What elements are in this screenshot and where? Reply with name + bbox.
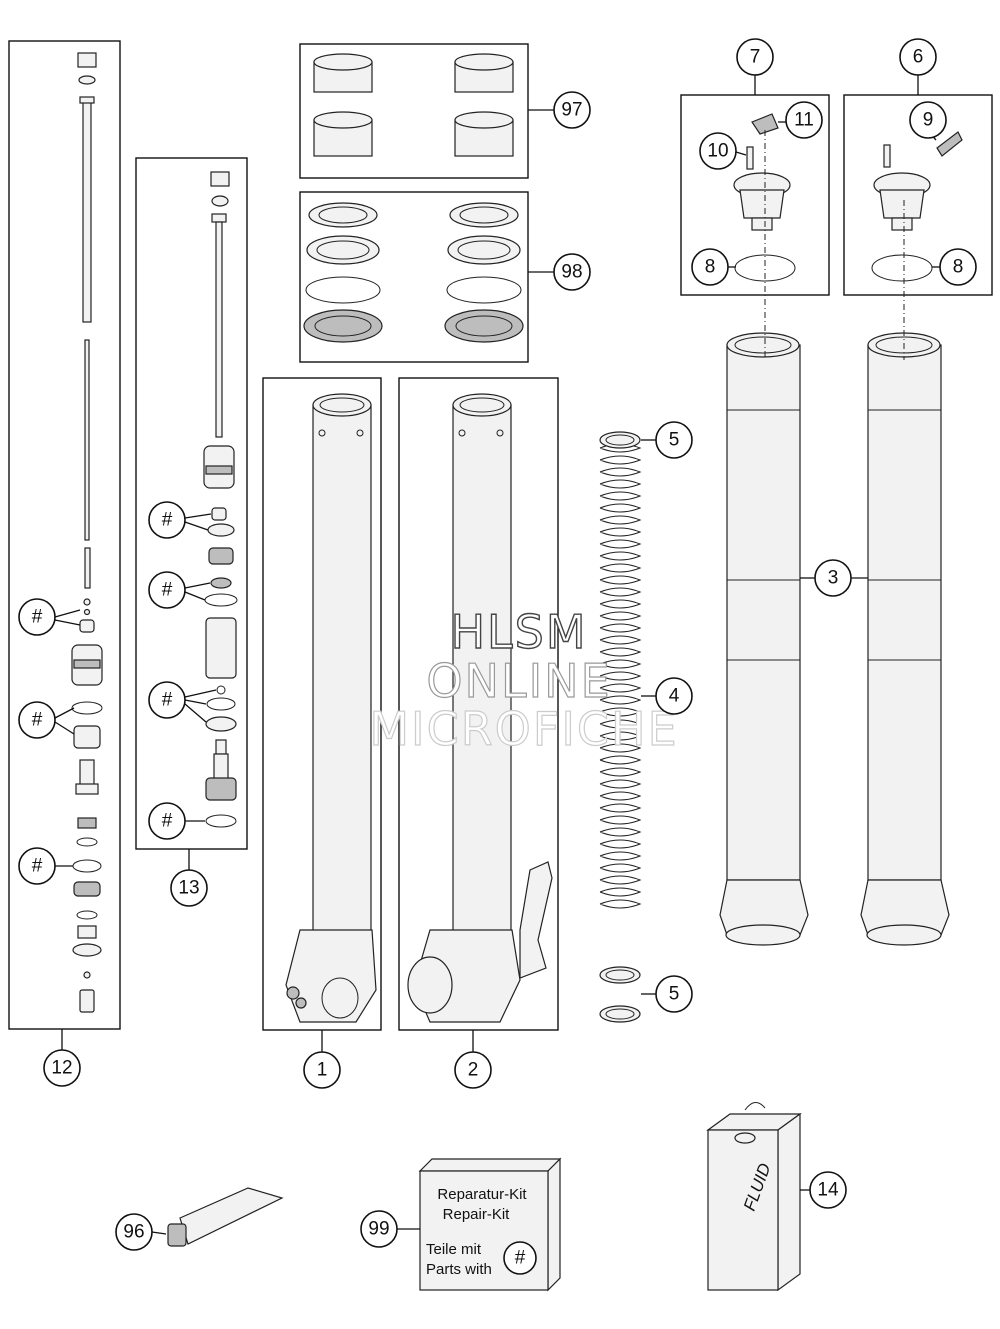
- inner-tube-assembly-1: [262, 377, 382, 1053]
- watermark-line-2: ONLINE: [426, 654, 611, 708]
- hash-callouts: # # # # # # #: [18, 501, 186, 885]
- hash-callout: #: [32, 856, 43, 877]
- callout-99: 99: [368, 1219, 389, 1240]
- fork-oil-can-14: [706, 1102, 810, 1292]
- callout-11: 11: [794, 110, 814, 131]
- watermark-line-1: HLSM: [450, 605, 587, 659]
- repair-kit-line-4: Parts with: [426, 1261, 492, 1278]
- repair-kit-line-1: Reparatur-Kit: [437, 1186, 527, 1203]
- hash-callout: #: [162, 580, 173, 601]
- callout-14: 14: [817, 1180, 839, 1201]
- screw-cap-assembly-7: [680, 75, 830, 360]
- callout-5-bottom: 5: [669, 984, 680, 1005]
- watermark-line-3: MICROFICHE: [369, 702, 678, 756]
- callout-3: 3: [828, 568, 839, 589]
- callout-12: 12: [51, 1058, 72, 1079]
- callout-8-left: 8: [705, 257, 716, 278]
- callout-9: 9: [923, 110, 934, 131]
- hash-callout: #: [162, 510, 173, 531]
- spring-4: [599, 443, 656, 909]
- watermark: HLSM ONLINE MICROFICHE: [369, 604, 678, 756]
- callout-97: 97: [561, 100, 582, 121]
- repair-kit-label: Reparatur-Kit Repair-Kit Teile mit Parts…: [426, 1186, 537, 1278]
- callout-2: 2: [468, 1060, 479, 1081]
- seals-98: [299, 191, 554, 363]
- callout-1: 1: [317, 1060, 328, 1081]
- hash-callout: #: [162, 811, 173, 832]
- callout-5-top: 5: [669, 430, 680, 451]
- grease-tube-96: [151, 1187, 284, 1247]
- callout-8-right: 8: [953, 257, 964, 278]
- hash-callout: #: [32, 607, 43, 628]
- callout-4: 4: [669, 686, 680, 707]
- repair-kit-line-3: Teile mit: [426, 1241, 482, 1258]
- spring-seat-rings-5: [599, 431, 656, 1023]
- callout-98: 98: [561, 262, 582, 283]
- hash-callout: #: [162, 690, 173, 711]
- callout-6: 6: [913, 47, 924, 68]
- cartridge-assembly-13: [135, 157, 248, 872]
- callout-10: 10: [707, 141, 728, 162]
- hash-callout: #: [32, 710, 43, 731]
- bushings-97: [299, 43, 554, 179]
- outer-tubes-3: [719, 332, 950, 946]
- repair-kit-line-2: Repair-Kit: [443, 1206, 511, 1223]
- cartridge-assembly-12: [8, 40, 121, 1052]
- callout-7: 7: [750, 47, 761, 68]
- callout-96: 96: [123, 1222, 144, 1243]
- screw-cap-assembly-6: [843, 75, 993, 360]
- callout-13: 13: [178, 878, 199, 899]
- repair-kit-hash: #: [515, 1248, 526, 1269]
- part-number-callouts: 12 13 1 2 97 98 5 4 5 3 7 6 11 10 9 8 8 …: [43, 38, 977, 1251]
- inner-tube-assembly-2: [398, 377, 559, 1053]
